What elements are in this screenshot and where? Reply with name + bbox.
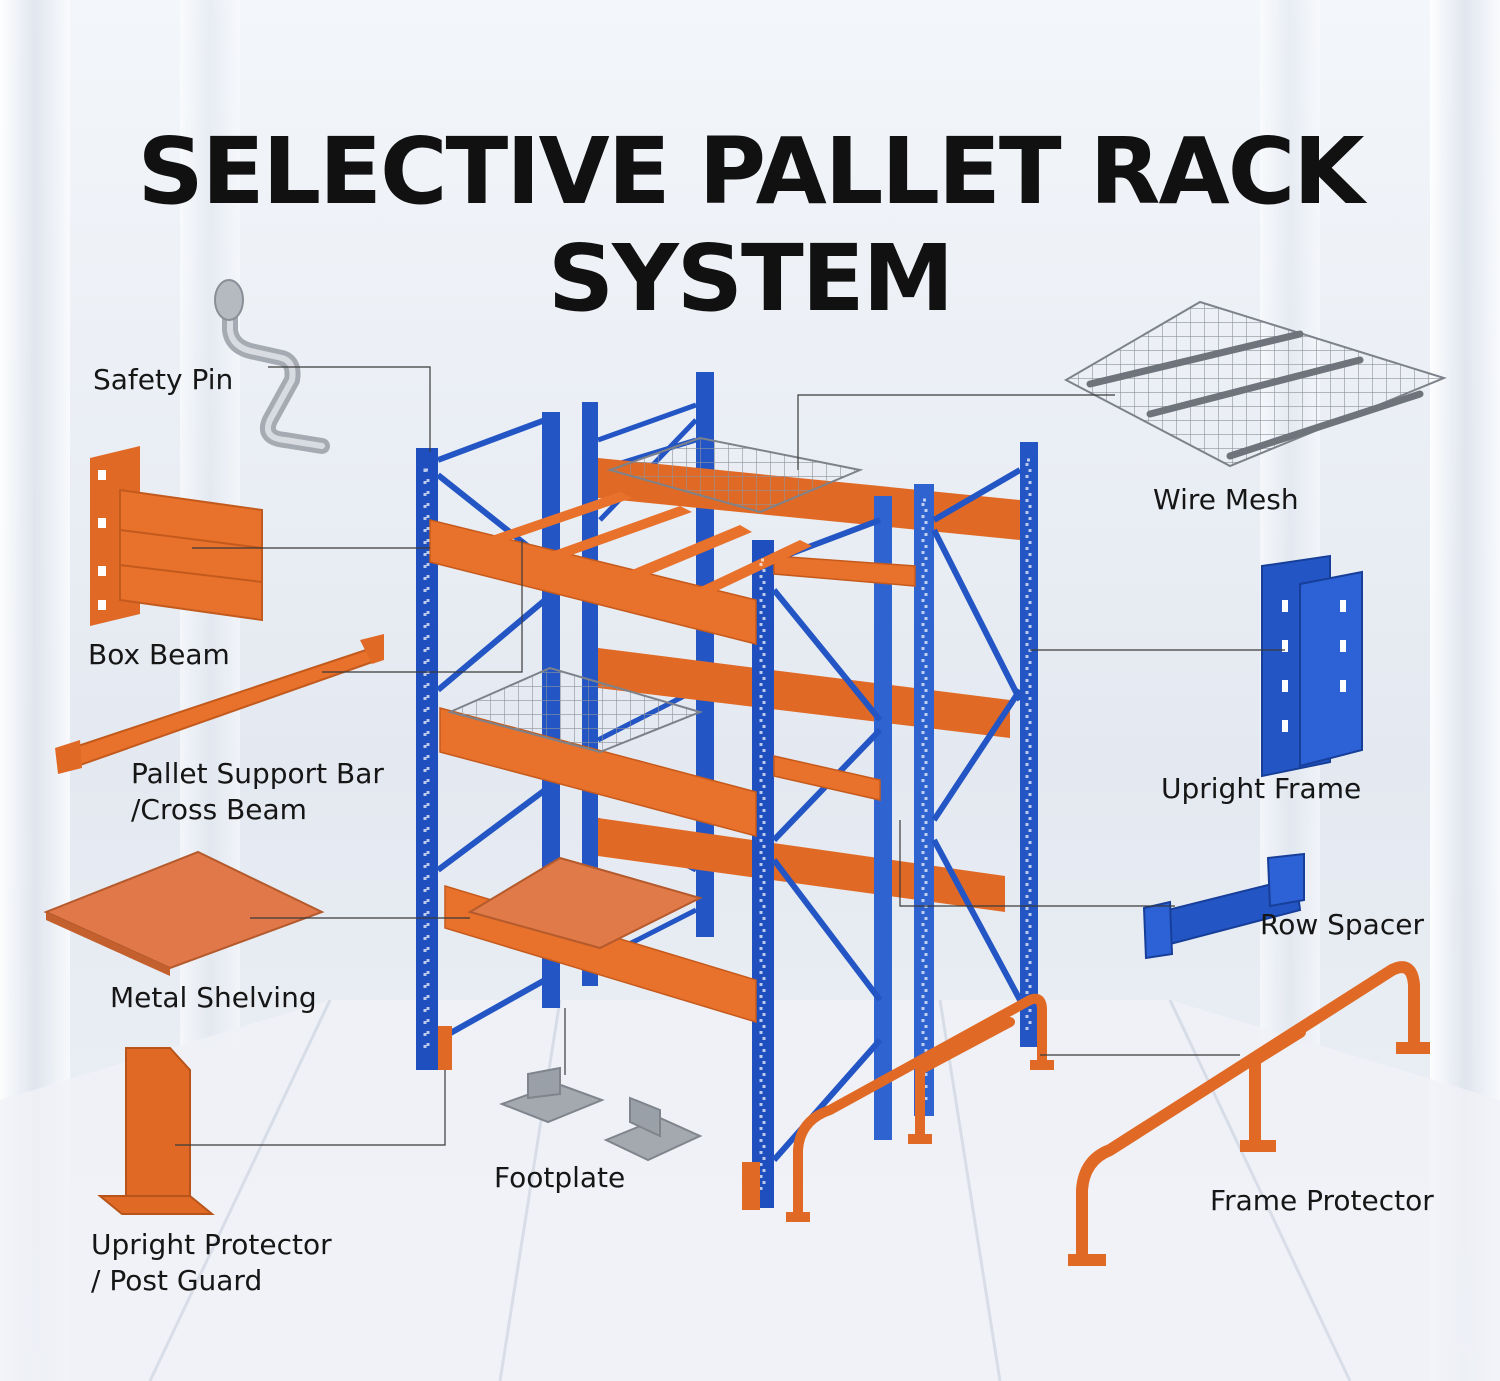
- rack-structure: [416, 372, 1054, 1222]
- base-post-guards: [438, 1026, 760, 1210]
- label-upright-protector-line2: / Post Guard: [91, 1264, 263, 1297]
- pallet-support-bar-illustration: [55, 634, 384, 774]
- label-safety-pin: Safety Pin: [93, 363, 234, 396]
- label-wire-mesh: Wire Mesh: [1153, 483, 1299, 516]
- leader-wire-mesh: [797, 394, 1115, 470]
- label-box-beam: Box Beam: [88, 638, 230, 671]
- page-title: SELECTIVE PALLET RACK SYSTEM: [137, 118, 1364, 332]
- footplate-illustration: [499, 1066, 703, 1162]
- rack-frame-protector: [793, 993, 1047, 1219]
- front-left-uprights: [416, 448, 774, 1208]
- label-pallet-support-bar: Pallet Support Bar /Cross Beam: [131, 756, 384, 828]
- row-spacer-illustration: [1142, 852, 1305, 960]
- label-pallet-support-line2: /Cross Beam: [131, 793, 307, 826]
- label-upright-protector-line1: Upright Protector: [91, 1228, 332, 1261]
- safety-pin-illustration: [214, 279, 330, 454]
- leader-upright-protector: [175, 1070, 446, 1146]
- metal-shelving-deck: [467, 856, 703, 950]
- wire-mesh-illustration: [1063, 300, 1447, 468]
- wire-mesh-decks: [446, 436, 864, 754]
- metal-shelving-illustration: [43, 850, 325, 976]
- leader-safety-pin: [268, 366, 431, 452]
- upright-protector-illustration: [97, 1047, 215, 1215]
- leader-lines: [175, 366, 1285, 1146]
- label-pallet-support-line1: Pallet Support Bar: [131, 757, 384, 790]
- leader-pallet-support: [322, 540, 523, 673]
- upright-frame-illustration: [1261, 554, 1363, 778]
- frame-protector-illustration: [1068, 961, 1430, 1266]
- label-upright-protector: Upright Protector / Post Guard: [91, 1227, 332, 1299]
- label-upright-frame: Upright Frame: [1161, 772, 1362, 805]
- left-frame-bracing: [436, 417, 1023, 1162]
- label-metal-shelving: Metal Shelving: [110, 981, 317, 1014]
- leader-row-spacer: [899, 820, 1175, 907]
- upright-perforations: [423, 458, 1032, 1192]
- label-row-spacer: Row Spacer: [1260, 908, 1424, 941]
- middle-uprights: [874, 484, 934, 1140]
- rack-frame-protector-plates: [786, 1060, 1054, 1222]
- label-frame-protector: Frame Protector: [1210, 1184, 1434, 1217]
- cross-beams-top: [480, 492, 812, 598]
- label-footplate: Footplate: [494, 1161, 626, 1194]
- box-beam-illustration: [90, 446, 263, 626]
